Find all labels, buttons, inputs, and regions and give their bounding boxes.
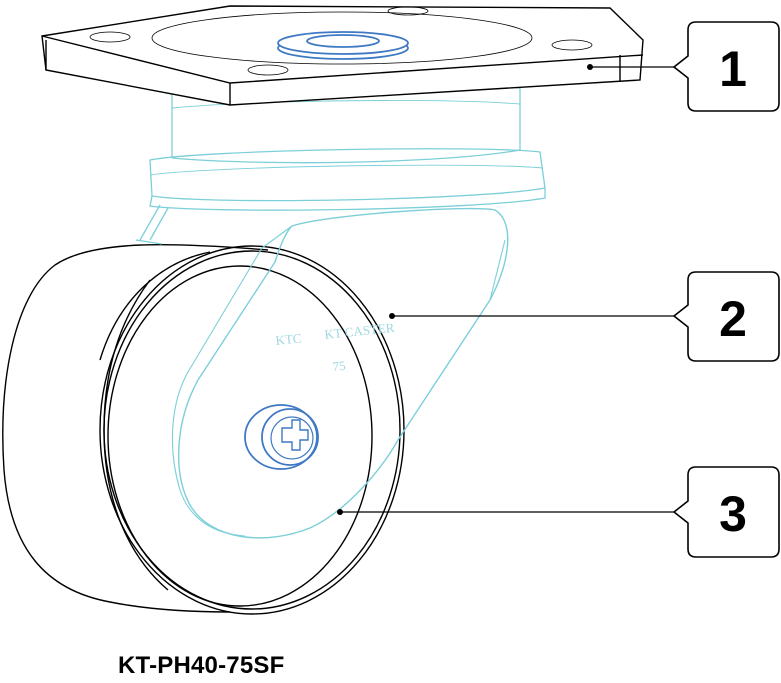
axle-bolt [244, 404, 319, 470]
fork [171, 207, 509, 539]
leader-dot-1 [587, 64, 593, 70]
callout-2: 2 [672, 271, 780, 362]
callout-1: 1 [672, 21, 780, 112]
callout-1-label: 1 [719, 41, 747, 97]
callout-3: 3 [672, 466, 780, 558]
brand-name: KT CASTER [324, 320, 396, 342]
callout-3-label: 3 [719, 486, 747, 542]
leader-dot-2 [389, 313, 395, 319]
callout-2-label: 2 [719, 291, 747, 347]
leader-lines [340, 55, 689, 513]
leader-dot-3 [337, 509, 343, 515]
swivel-housing [135, 83, 546, 245]
brand-logo: KTC [275, 330, 302, 348]
model-name: KT-PH40-75SF [118, 652, 285, 679]
wheel [2, 243, 405, 615]
size-marking: 75 [332, 358, 346, 374]
center-stud [277, 31, 409, 60]
